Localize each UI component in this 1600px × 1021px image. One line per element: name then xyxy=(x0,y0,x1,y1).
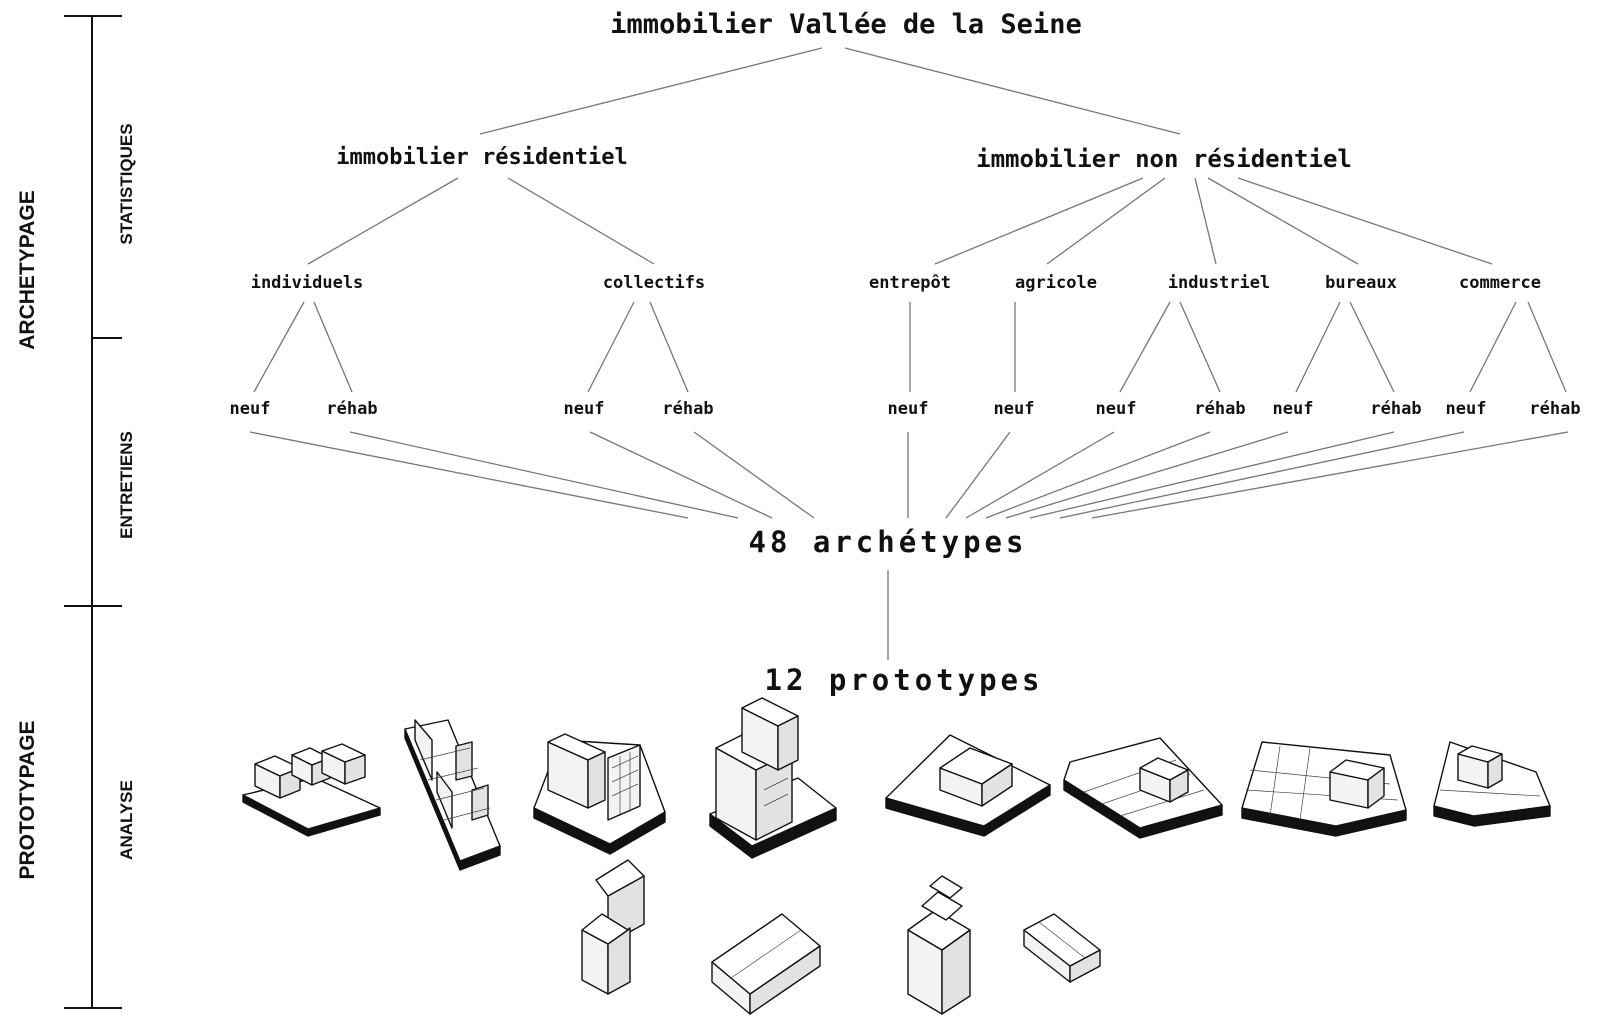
stage-label-analyse: ANALYSE xyxy=(117,780,136,860)
node-agricole: agricole xyxy=(1015,273,1097,293)
leaf-industriel-neuf: neuf xyxy=(1096,399,1137,419)
node-bureaux: bureaux xyxy=(1325,273,1397,293)
node-individuels: individuels xyxy=(251,273,364,293)
phase-label-archetypage: ARCHETYPAGE xyxy=(16,190,39,349)
prototype-model-urban-block xyxy=(533,733,666,855)
prototypes-node: 12 prototypes xyxy=(765,663,1044,697)
prototype-model-commercial xyxy=(1433,741,1551,827)
leaf-industriel-rehab: réhab xyxy=(1194,399,1245,419)
left-axis: ARCHETYPAGE PROTOTYPAGE STATISTIQUES ENT… xyxy=(16,15,136,1009)
prototype-model-agricultural xyxy=(1063,737,1223,839)
prototype-model-linear-slab xyxy=(404,719,501,871)
node-non-residential: immobilier non résidentiel xyxy=(976,145,1352,173)
node-commerce: commerce xyxy=(1459,273,1541,293)
tree-labels: immobilier Vallée de la Seine immobilier… xyxy=(230,9,1581,697)
archetypes-node: 48 archétypes xyxy=(749,525,1028,559)
prototype-model-row-houses xyxy=(242,743,381,837)
leaf-agricole-neuf: neuf xyxy=(994,399,1035,419)
node-industriel: industriel xyxy=(1168,273,1270,293)
tree-connectors xyxy=(249,47,1569,660)
root-node: immobilier Vallée de la Seine xyxy=(610,9,1081,40)
node-residential: immobilier résidentiel xyxy=(336,145,627,170)
leaf-collectifs-neuf: neuf xyxy=(564,399,605,419)
leaf-commerce-neuf: neuf xyxy=(1446,399,1487,419)
stage-label-entretiens: ENTRETIENS xyxy=(117,431,136,539)
leaf-commerce-rehab: réhab xyxy=(1529,399,1580,419)
prototype-model-small-shed xyxy=(1023,913,1101,983)
stage-label-statistiques: STATISTIQUES xyxy=(117,123,136,244)
node-entrepot: entrepôt xyxy=(869,273,951,293)
prototype-model-gabled-hall xyxy=(711,913,821,1015)
leaf-bureaux-neuf: neuf xyxy=(1273,399,1314,419)
leaf-individuels-rehab: réhab xyxy=(326,399,377,419)
prototype-model-industrial xyxy=(1241,741,1407,837)
prototype-model-warehouse xyxy=(885,734,1051,837)
leaf-entrepot-neuf: neuf xyxy=(888,399,929,419)
prototype-models xyxy=(242,697,1551,1015)
prototype-model-tower-cluster xyxy=(709,697,837,859)
leaf-bureaux-rehab: réhab xyxy=(1370,399,1421,419)
node-collectifs: collectifs xyxy=(603,273,705,293)
leaf-individuels-neuf: neuf xyxy=(230,399,271,419)
prototype-model-individual-house xyxy=(581,859,645,995)
leaf-collectifs-rehab: réhab xyxy=(662,399,713,419)
phase-label-prototypage: PROTOTYPAGE xyxy=(16,720,39,879)
prototype-model-stacked-houses xyxy=(907,875,971,1015)
